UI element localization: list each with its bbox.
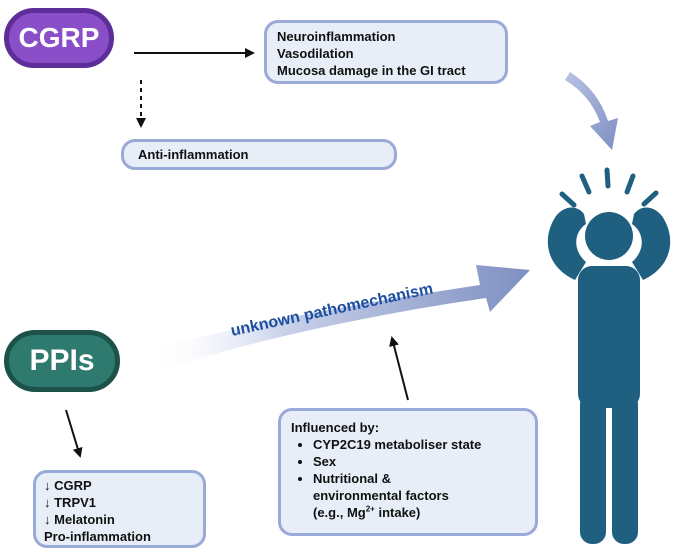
influence-to-arrow <box>389 336 409 401</box>
anti-inflammation-box: Anti-inflammation <box>121 139 397 170</box>
ppi-effects-box: ↓ CGRP ↓ TRPV1 ↓ Melatonin Pro-inflammat… <box>33 470 206 548</box>
influence-title: Influenced by: <box>291 420 380 435</box>
ppi-big-arrow <box>150 265 530 370</box>
influence-example-suffix: intake) <box>374 505 421 520</box>
cgrp-pill: CGRP <box>4 8 114 68</box>
effect-item: Neuroinflammation <box>277 29 396 44</box>
influence-item: Sex <box>313 453 525 470</box>
influence-item: CYP2C19 metaboliser state <box>313 436 525 453</box>
effect-item: Mucosa damage in the GI tract <box>277 63 466 78</box>
headache-person-icon <box>547 207 671 544</box>
ppi-pill: PPIs <box>4 330 120 392</box>
ppi-effect-item: ↓ TRPV1 <box>44 495 97 510</box>
ppi-effect-item: ↓ CGRP <box>44 478 92 493</box>
ppi-to-effects-arrow <box>65 409 83 458</box>
influence-list: CYP2C19 metaboliser state Sex Nutritiona… <box>291 436 525 521</box>
influence-item-line: Nutritional & <box>313 471 391 486</box>
ppi-effect-item: ↓ Melatonin <box>44 512 115 527</box>
pain-lines-icon <box>559 167 659 208</box>
effects-to-figure-arrow <box>565 72 618 150</box>
effect-item: Vasodilation <box>277 46 354 61</box>
anti-inflammation-label: Anti-inflammation <box>138 147 249 162</box>
influence-item-line: (e.g., Mg2+ intake) <box>313 504 525 521</box>
influence-item: Nutritional & environmental factors (e.g… <box>313 470 525 521</box>
cgrp-effects-box: Neuroinflammation Vasodilation Mucosa da… <box>264 20 508 84</box>
influence-example-sup: 2+ <box>365 504 375 514</box>
influence-item-line: environmental factors <box>313 488 449 503</box>
ppi-effect-item: Pro-inflammation <box>44 529 151 544</box>
influence-box: Influenced by: CYP2C19 metaboliser state… <box>278 408 538 536</box>
influence-example-prefix: (e.g., Mg <box>313 505 366 520</box>
